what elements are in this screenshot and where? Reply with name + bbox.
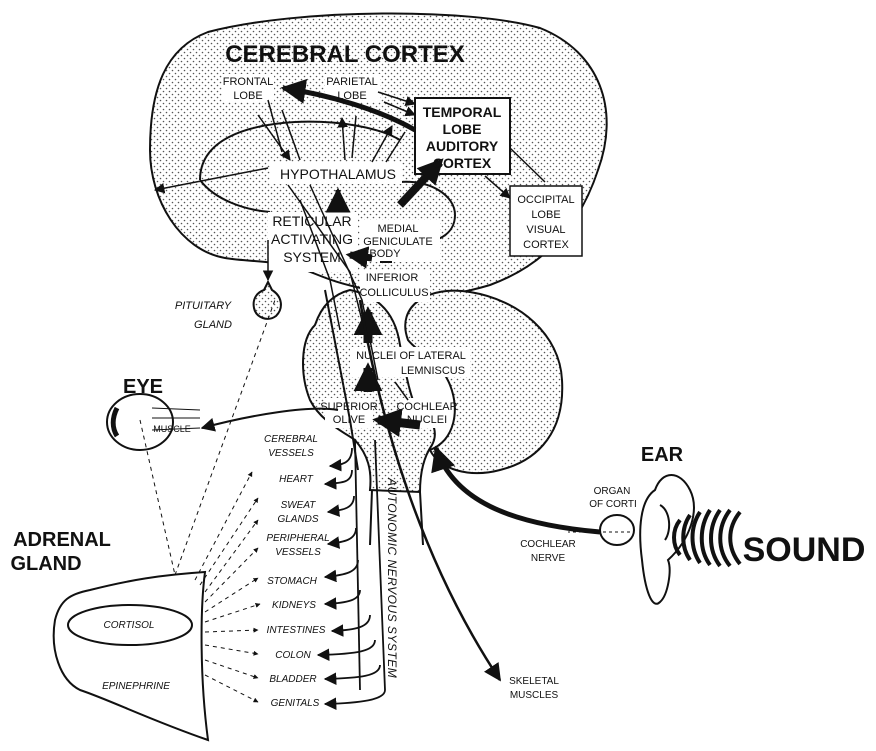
cortisol-label: CORTISOL: [104, 620, 155, 631]
pituitary-gland: [254, 282, 281, 319]
skeletal-muscles-label: SKELETAL: [509, 676, 559, 687]
sound-waves: [674, 510, 740, 566]
muscle-label: MUSCLE: [153, 424, 191, 434]
medial-geniculate-label-3: BODY: [369, 248, 401, 260]
occipital-lobe-label: OCCIPITAL: [517, 194, 574, 206]
nuclei-lateral-lemniscus-label: NUCLEI OF LATERAL: [356, 350, 466, 362]
pituitary-gland-label-2: GLAND: [194, 319, 232, 331]
inferior-colliculus-label-2: COLLICULUS: [359, 287, 428, 299]
hypothalamus-label: HYPOTHALAMUS: [280, 166, 396, 182]
autonomic-nervous-system-label: AUTONOMIC NERVOUS SYSTEM: [385, 477, 399, 678]
occipital-lobe-label-2: LOBE: [531, 209, 560, 221]
frontal-lobe-label-2: LOBE: [233, 90, 262, 102]
target-organ-label: VESSELS: [268, 448, 314, 459]
target-organ-label: KIDNEYS: [272, 600, 316, 611]
target-organ-label: SWEAT: [281, 500, 317, 511]
target-organ-label: PERIPHERAL: [266, 533, 329, 544]
organ-of-corti-label: ORGAN: [594, 486, 631, 497]
nuclei-lateral-lemniscus-label-2: LEMNISCUS: [401, 365, 465, 377]
superior-olive-label-2: OLIVE: [333, 414, 365, 426]
target-organ-label: STOMACH: [267, 576, 318, 587]
cochlear-nuclei-label: COCHLEAR: [396, 401, 457, 413]
temporal-lobe-label-3: AUDITORY: [426, 138, 499, 154]
cochlear-nerve-label-2: NERVE: [531, 553, 566, 564]
sound-label: SOUND: [743, 531, 866, 569]
cochlear-nerve-label: COCHLEAR: [520, 539, 576, 550]
occipital-lobe-label-3: VISUAL: [526, 224, 565, 236]
reticular-label-2: ACTIVATING: [271, 231, 353, 247]
adrenal-gland-illustration: [54, 572, 208, 740]
temporal-lobe-label-2: LOBE: [443, 121, 482, 137]
target-organ-label: VESSELS: [275, 547, 321, 558]
temporal-lobe-label: TEMPORAL: [423, 104, 502, 120]
parietal-lobe-label-2: LOBE: [337, 90, 366, 102]
parietal-lobe-label: PARIETAL: [326, 76, 378, 88]
target-organ-label: CEREBRAL: [264, 434, 318, 445]
epinephrine-label: EPINEPHRINE: [102, 681, 170, 692]
target-organ-label: COLON: [275, 650, 311, 661]
medial-geniculate-label: MEDIAL: [378, 223, 419, 235]
target-organ-label: HEART: [279, 474, 314, 485]
pituitary-gland-label: PITUITARY: [175, 300, 232, 312]
reticular-activating-system-label: RETICULAR: [272, 213, 351, 229]
cerebral-cortex-title: CEREBRAL CORTEX: [225, 41, 465, 68]
organ-of-corti-label-2: OF CORTI: [589, 499, 637, 510]
skeletal-muscles-label-2: MUSCLES: [510, 690, 559, 701]
target-organ-label: INTESTINES: [267, 625, 326, 636]
temporal-lobe-label-4: CORTEX: [433, 155, 492, 171]
target-organ-label: BLADDER: [269, 674, 316, 685]
occipital-lobe-label-4: CORTEX: [523, 239, 569, 251]
reticular-label-3: SYSTEM: [283, 249, 341, 265]
frontal-lobe-label: FRONTAL: [223, 76, 274, 88]
adrenal-gland-label: ADRENAL: [13, 529, 111, 551]
eye-label: EYE: [123, 376, 163, 398]
cochlear-nuclei-label-2: NUCLEI: [407, 414, 447, 426]
medial-geniculate-label-2: GENICULATE: [363, 236, 432, 248]
target-organ-labels: CEREBRAL VESSELS HEART SWEAT GLANDS PERIPHERA…: [264, 434, 330, 709]
superior-olive-label: SUPERIOR: [320, 401, 378, 413]
adrenal-gland-label-2: GLAND: [10, 553, 81, 575]
eye-illustration: [107, 394, 200, 450]
inferior-colliculus-label: INFERIOR: [366, 272, 419, 284]
target-organ-label: GLANDS: [277, 514, 318, 525]
target-organ-label: GENITALS: [271, 698, 320, 709]
ear-label: EAR: [641, 444, 684, 466]
